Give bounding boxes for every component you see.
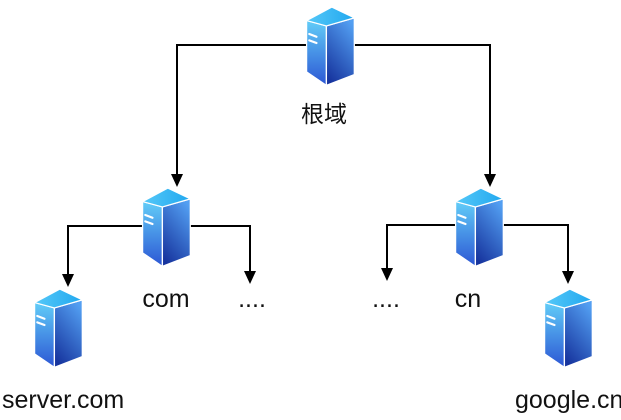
arrowhead-servercom [62, 274, 74, 287]
edge-cn-to-googlecn [503, 224, 569, 271]
edge-com-to-ellipsis [189, 225, 251, 271]
node-label-ellipsis-left: .... [238, 285, 266, 313]
node-label-ellipsis-right: .... [372, 285, 400, 313]
node-label-root: 根域 [301, 101, 347, 127]
node-label-cn: cn [454, 285, 482, 313]
com-server-icon [139, 186, 193, 272]
arrowhead-cn [484, 174, 496, 187]
servercom-server-icon [31, 287, 85, 373]
edge-root-to-cn [352, 44, 491, 175]
cn-server-icon [452, 186, 506, 272]
node-label-com: com [142, 285, 190, 313]
edge-cn-to-ellipsis [386, 224, 455, 268]
arrowhead-com [171, 174, 183, 187]
edge-com-to-servercom [67, 225, 143, 274]
arrowhead-ellipsis-left [244, 271, 256, 284]
root-server-icon [303, 5, 357, 91]
node-label-servercom: server.com [2, 386, 125, 414]
arrowhead-ellipsis-right [381, 268, 393, 281]
node-label-googlecn: google.cn [515, 386, 621, 414]
googlecn-server-icon [541, 287, 595, 373]
edge-root-to-com [176, 44, 308, 175]
arrowhead-googlecn [562, 271, 574, 284]
